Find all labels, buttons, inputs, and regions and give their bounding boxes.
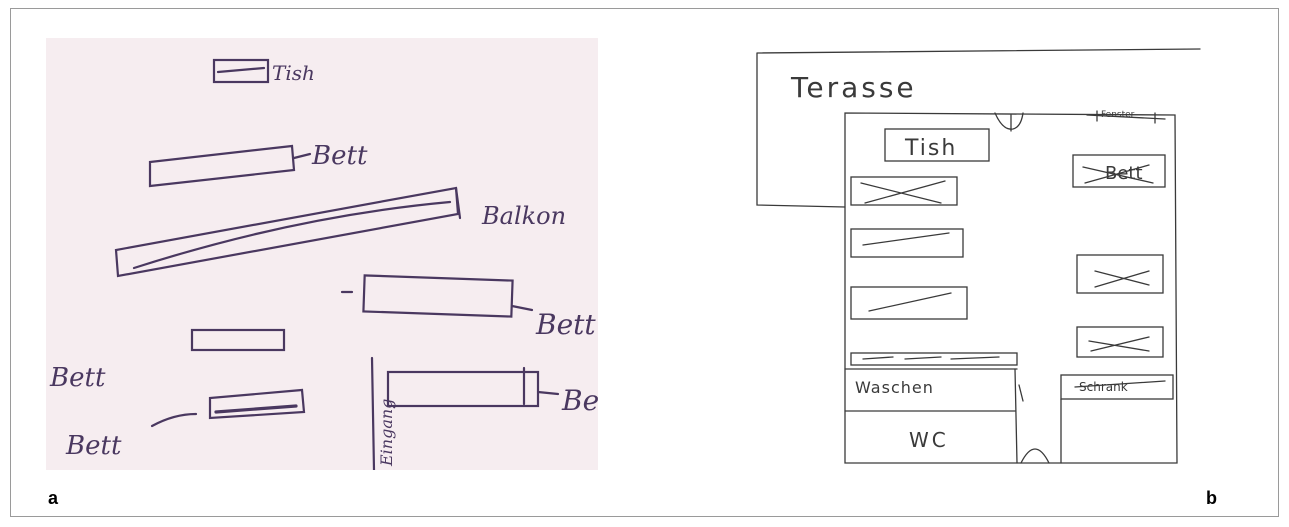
label-schrank: Schrank — [1079, 380, 1128, 394]
label-bett-right: Bett — [561, 384, 598, 417]
bed-box-1 — [850, 176, 958, 206]
terrace-outline — [756, 48, 1201, 208]
bed-box-right-3 — [1076, 326, 1164, 358]
caption-a: a — [48, 488, 59, 508]
label-bett-left: Bett — [49, 363, 106, 393]
figure-frame — [10, 8, 1279, 517]
label-bett-left2: Bett — [65, 431, 122, 461]
label-waschen: Waschen — [855, 378, 934, 397]
room-outline — [844, 112, 1178, 464]
label-fenster: Fenster — [1101, 110, 1135, 120]
label-bett-b: Bett — [1105, 163, 1143, 184]
wardrobe-box — [1060, 374, 1174, 400]
table-shape — [212, 58, 270, 84]
label-tisch-b: Tish — [904, 136, 957, 161]
bed-shape-top — [148, 144, 296, 188]
caption-b: b — [1206, 488, 1217, 508]
bed-shape-mid — [362, 274, 514, 318]
label-tisch: Tish — [272, 61, 315, 85]
sketch-a-panel: Tish Bett Balkon Bett Bett Bett Bett Ein… — [46, 38, 598, 470]
bed-shape-left — [190, 328, 286, 352]
bed-box-2 — [850, 228, 964, 258]
label-terasse: Terasse — [790, 71, 917, 104]
bed-box-right-1 — [1072, 154, 1166, 188]
bed-box-right-2 — [1076, 254, 1164, 294]
label-eingang: Eingang — [377, 399, 396, 467]
balcony-shape — [114, 186, 460, 278]
table-box — [884, 128, 990, 162]
label-bett-mid: Bett — [535, 308, 596, 341]
sketch-a-drawing: Tish Bett Balkon Bett Bett Bett Bett Ein… — [49, 58, 598, 470]
label-bett-top: Bett — [311, 141, 368, 171]
bed-shape-right — [386, 370, 540, 408]
label-balkon: Balkon — [481, 202, 566, 230]
bed-shape-bottom — [208, 388, 306, 420]
sketch-b-panel: Terasse Fenster Tish Bett Waschen WC Sch… — [745, 35, 1220, 475]
sketch-b-drawing: Terasse Fenster Tish Bett Waschen WC Sch… — [756, 48, 1201, 464]
shelf-box — [850, 352, 1018, 366]
label-wc: WC — [909, 428, 949, 452]
bed-box-3 — [850, 286, 968, 320]
